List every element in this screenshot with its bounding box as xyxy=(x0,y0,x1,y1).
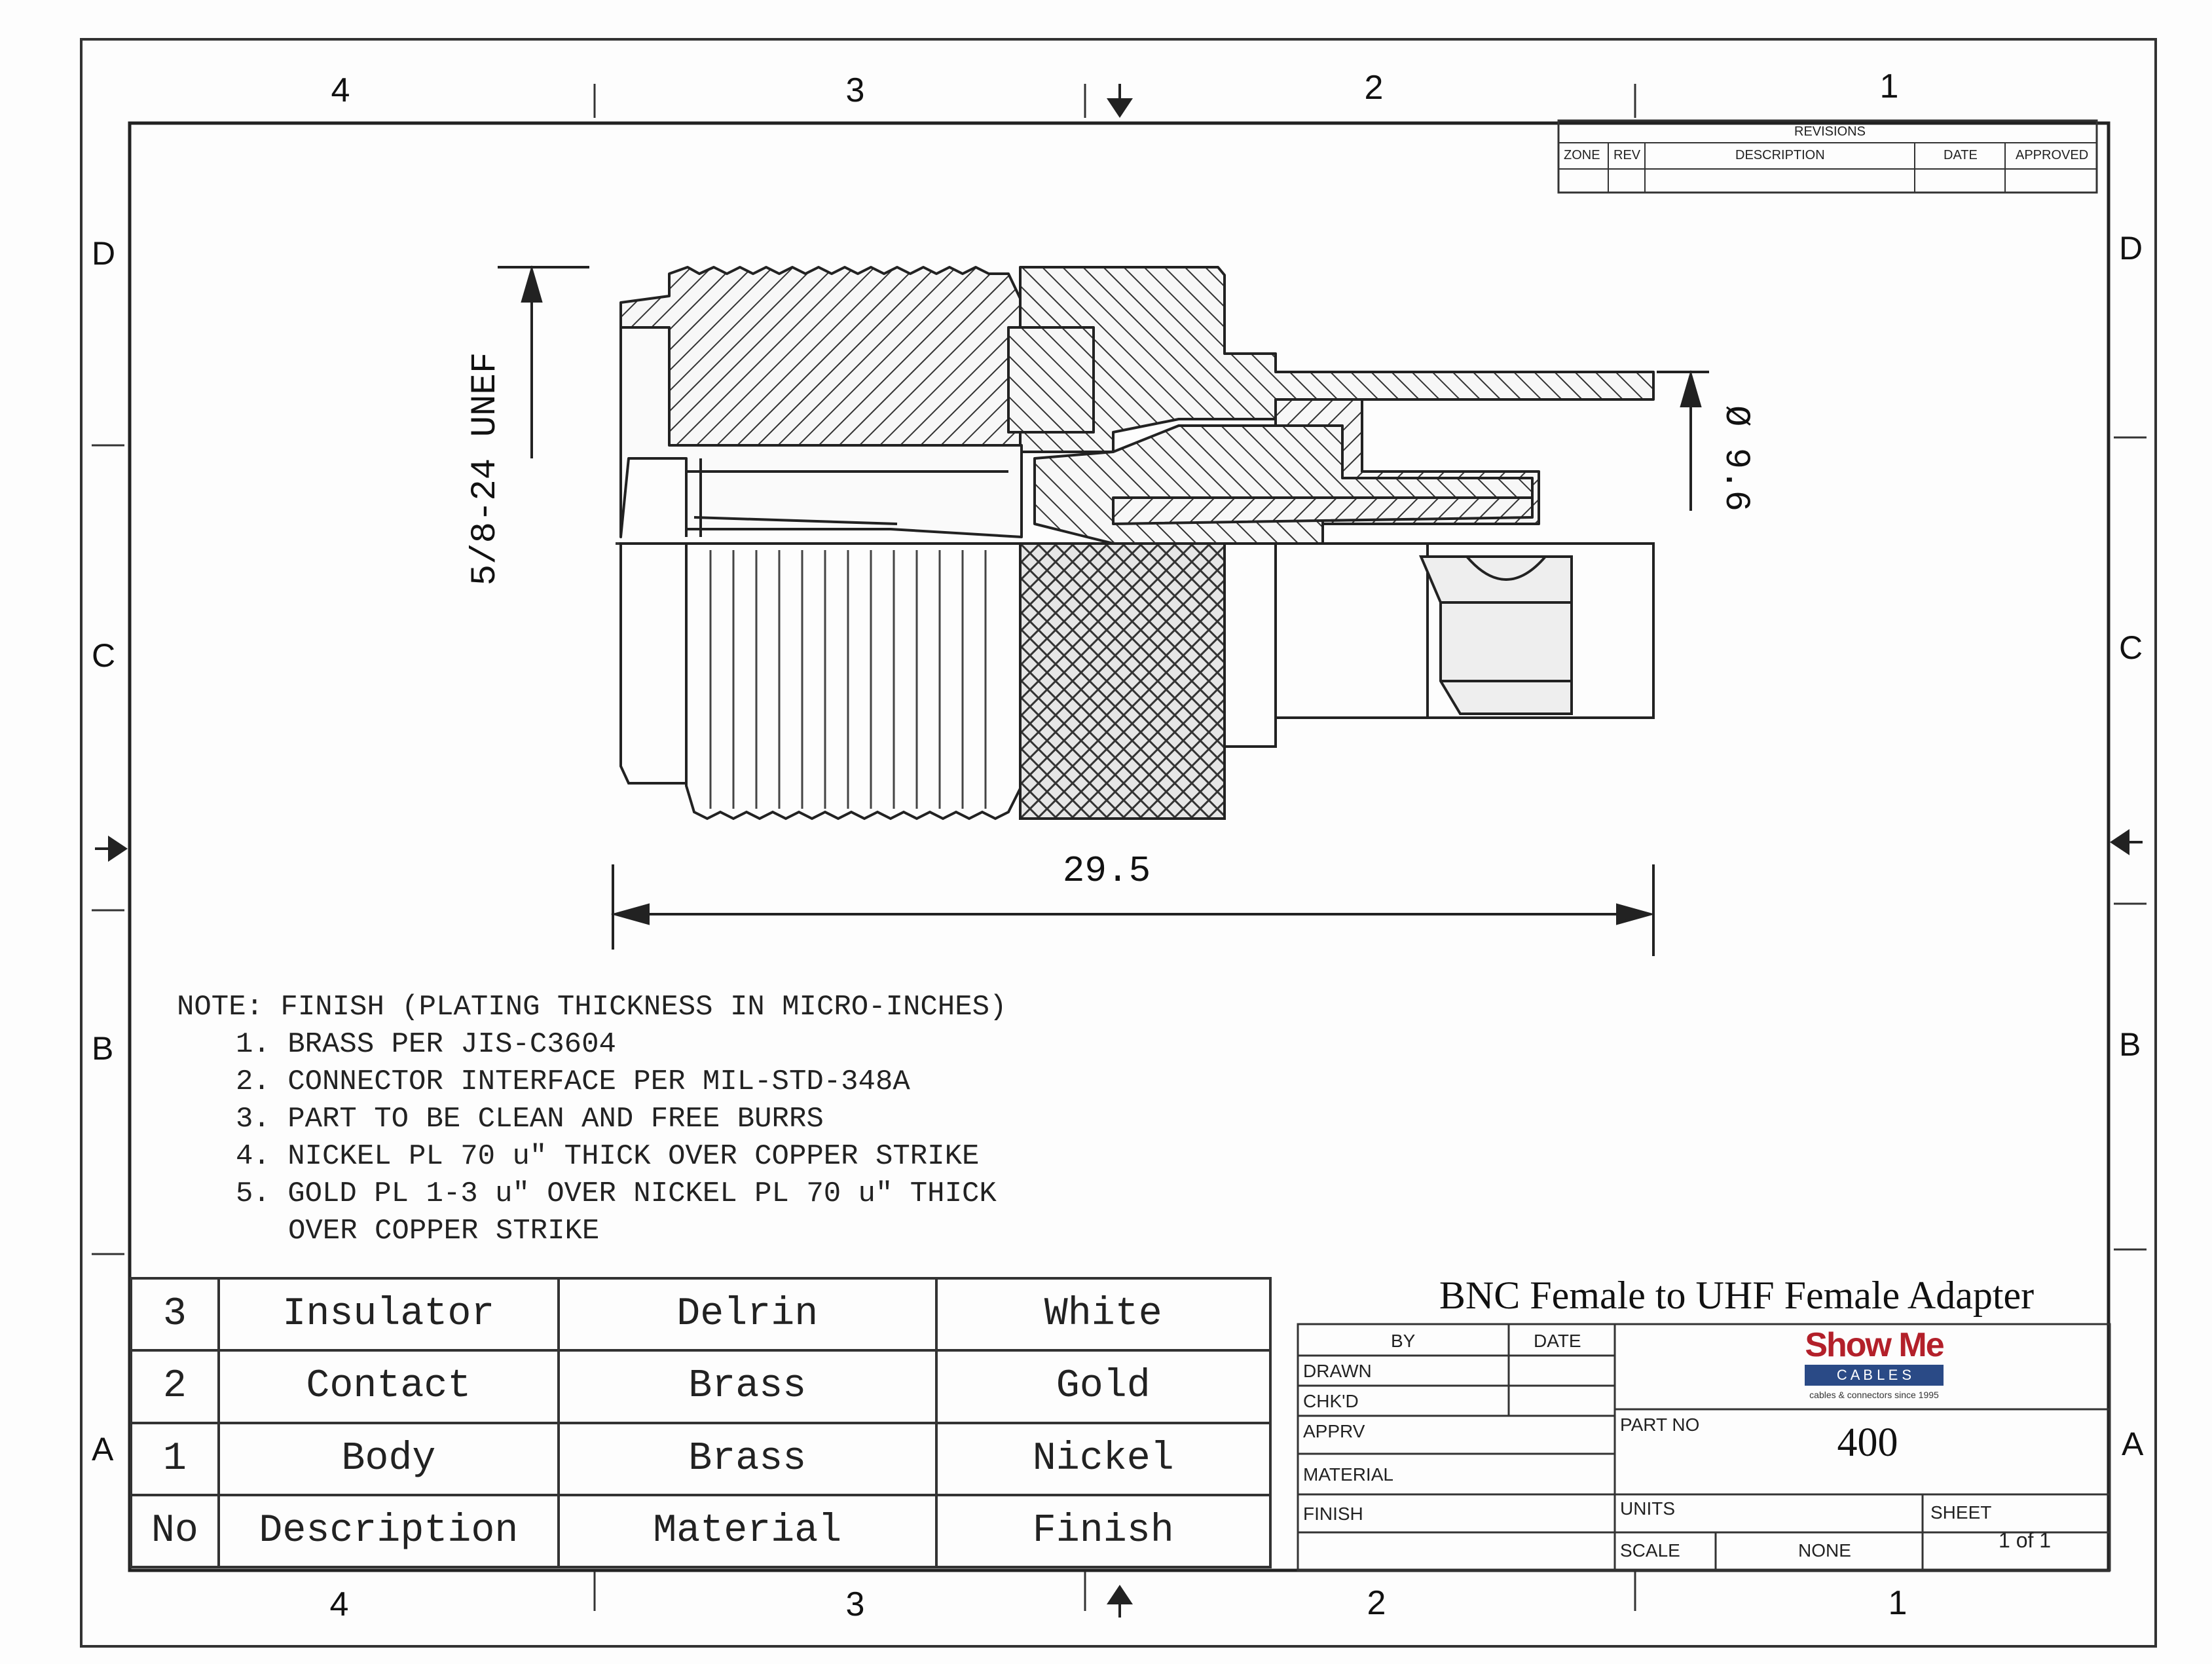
revisions-header-approved: APPROVED xyxy=(2016,148,2089,162)
bom-description: Insulator xyxy=(217,1276,561,1352)
revisions-header-date: DATE xyxy=(1944,148,1978,162)
zone-row-c-left: C xyxy=(92,637,116,674)
bom-header-description: Description xyxy=(217,1493,561,1569)
part-no-value: 400 xyxy=(1837,1420,1898,1465)
notes-block: NOTE: FINISH (PLATING THICKNESS IN MICRO… xyxy=(177,989,1006,1250)
bom-description: Body xyxy=(217,1421,561,1496)
length-dimension-label: 29.5 xyxy=(1062,850,1151,892)
title-block-drawn: DRAWN xyxy=(1303,1361,1372,1381)
table-header-row: No Description Material Finish xyxy=(130,1493,1272,1569)
title-block-checked: CHK'D xyxy=(1303,1391,1359,1411)
bom-material: Brass xyxy=(557,1349,938,1424)
zone-column-2-bottom: 2 xyxy=(1367,1584,1386,1622)
zone-row-a-right: A xyxy=(2122,1426,2144,1462)
bom-finish: Nickel xyxy=(934,1421,1272,1496)
bom-no: 3 xyxy=(130,1276,220,1352)
bom-header-finish: Finish xyxy=(934,1493,1272,1569)
scale-value: NONE xyxy=(1798,1540,1851,1561)
logo-band: C A B L E S xyxy=(1805,1365,1944,1386)
zone-column-1-bottom: 1 xyxy=(1888,1584,1908,1622)
title-block-date: DATE xyxy=(1534,1331,1581,1351)
zone-column-2-top: 2 xyxy=(1364,69,1384,107)
bom-material: Brass xyxy=(557,1421,938,1496)
table-row: 3 Insulator Delrin White xyxy=(130,1276,1272,1352)
zone-row-b-right: B xyxy=(2119,1026,2141,1063)
zone-row-c-right: C xyxy=(2119,629,2143,666)
table-row: 2 Contact Brass Gold xyxy=(130,1349,1272,1424)
zone-row-d-right: D xyxy=(2119,230,2143,267)
bom-material: Delrin xyxy=(557,1276,938,1352)
revisions-header-zone: ZONE xyxy=(1564,148,1600,162)
zone-row-d-left: D xyxy=(92,235,116,272)
zone-row-b-left: B xyxy=(92,1030,114,1067)
zone-column-3-top: 3 xyxy=(845,71,865,109)
title-block-approved: APPRV xyxy=(1303,1421,1365,1441)
bom-no: 2 xyxy=(130,1349,220,1424)
bill-of-materials: 3 Insulator Delrin White 2 Contact Brass… xyxy=(130,1276,1272,1569)
bom-finish: White xyxy=(934,1276,1272,1352)
zone-row-a-left: A xyxy=(92,1431,114,1468)
diameter-dimension-label: Ø 9.6 xyxy=(1716,405,1756,512)
logo-wordmark: Show Me xyxy=(1805,1326,1944,1364)
zone-column-4-bottom: 4 xyxy=(329,1585,349,1623)
note-item: 4. NICKEL PL 70 u" THICK OVER COPPER STR… xyxy=(236,1140,980,1173)
units-label: UNITS xyxy=(1620,1498,1675,1519)
bom-description: Contact xyxy=(217,1349,561,1424)
bom-finish: Gold xyxy=(934,1349,1272,1424)
note-continuation: OVER COPPER STRIKE xyxy=(288,1215,600,1248)
bom-no: 1 xyxy=(130,1421,220,1496)
notes-heading: NOTE: FINISH (PLATING THICKNESS IN MICRO… xyxy=(177,991,1007,1024)
company-logo: Show Me C A B L E S cables & connectors … xyxy=(1796,1328,1953,1405)
note-item: 2. CONNECTOR INTERFACE PER MIL-STD-348A xyxy=(236,1065,910,1098)
revisions-title: REVISIONS xyxy=(1794,124,1866,139)
bom-header-material: Material xyxy=(557,1493,938,1569)
note-item: 5. GOLD PL 1-3 u" OVER NICKEL PL 70 u" T… xyxy=(236,1177,997,1210)
title-block-finish: FINISH xyxy=(1303,1504,1363,1524)
title-block-material: MATERIAL xyxy=(1303,1464,1393,1485)
zone-column-4-top: 4 xyxy=(331,71,350,109)
title-block-by: BY xyxy=(1391,1331,1416,1351)
revisions-header-rev: REV xyxy=(1613,148,1641,162)
zone-column-3-bottom: 3 xyxy=(845,1585,865,1623)
table-row: 1 Body Brass Nickel xyxy=(130,1421,1272,1496)
thread-dimension-label: 5/8-24 UNEF xyxy=(466,352,506,586)
scale-label: SCALE xyxy=(1620,1540,1680,1561)
sheet-label: SHEET xyxy=(1930,1502,1992,1523)
bom-header-no: No xyxy=(130,1493,220,1569)
note-item: 3. PART TO BE CLEAN AND FREE BURRS xyxy=(236,1103,824,1136)
drawing-title: BNC Female to UHF Female Adapter xyxy=(1439,1274,2035,1317)
sheet-value: 1 of 1 xyxy=(1999,1528,2052,1552)
part-no-label: PART NO xyxy=(1620,1414,1700,1435)
note-item: 1. BRASS PER JIS-C3604 xyxy=(236,1028,616,1061)
revisions-header-description: DESCRIPTION xyxy=(1735,148,1825,162)
logo-tagline: cables & connectors since 1995 xyxy=(1809,1390,1939,1400)
zone-column-1-top: 1 xyxy=(1879,67,1899,105)
